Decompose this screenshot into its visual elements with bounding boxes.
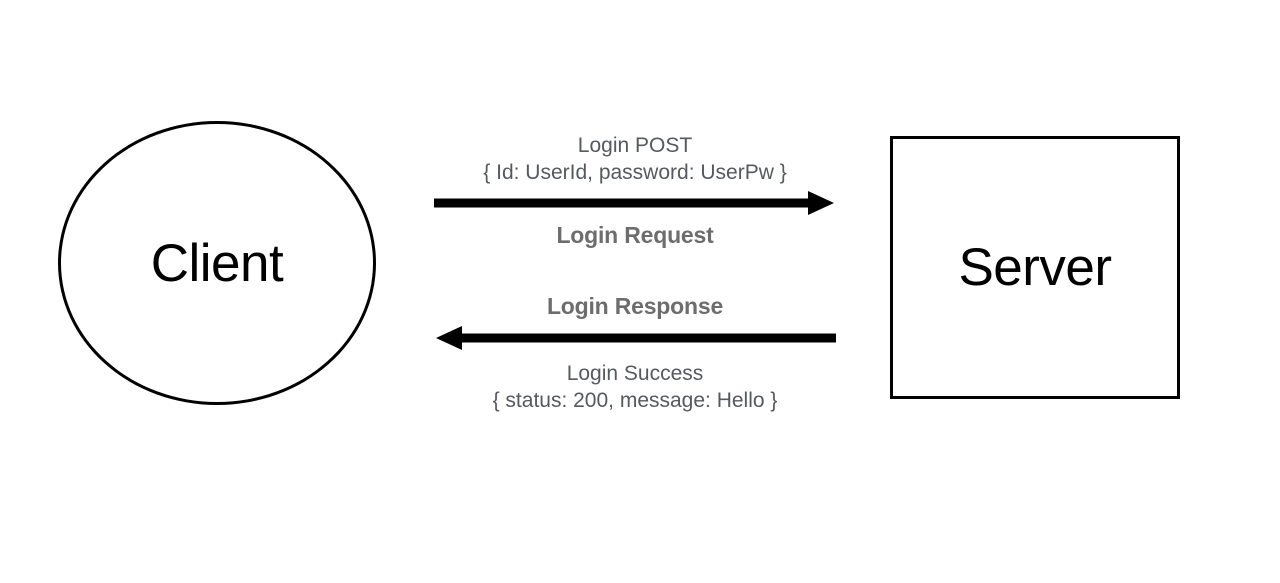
- login-response-caption-payload: { status: 200, message: Hello }: [492, 389, 778, 412]
- left-arrow-icon: [436, 326, 836, 350]
- login-request-caption-payload: { Id: UserId, password: UserPw }: [483, 161, 787, 184]
- message-login-response: Login Response Login Success { status: 2…: [420, 291, 850, 414]
- right-arrow-icon: [434, 191, 834, 215]
- login-request-label: Login Request: [556, 222, 714, 248]
- login-request-caption-title: Login POST: [577, 134, 693, 157]
- node-client-label: Client: [150, 233, 284, 293]
- node-client[interactable]: Client: [58, 121, 376, 405]
- message-login-request: Login POST { Id: UserId, password: UserP…: [420, 132, 850, 250]
- login-response-label: Login Response: [546, 293, 724, 319]
- login-response-caption-title: Login Success: [566, 362, 704, 385]
- node-server-label: Server: [958, 238, 1112, 297]
- node-server[interactable]: Server: [890, 136, 1180, 399]
